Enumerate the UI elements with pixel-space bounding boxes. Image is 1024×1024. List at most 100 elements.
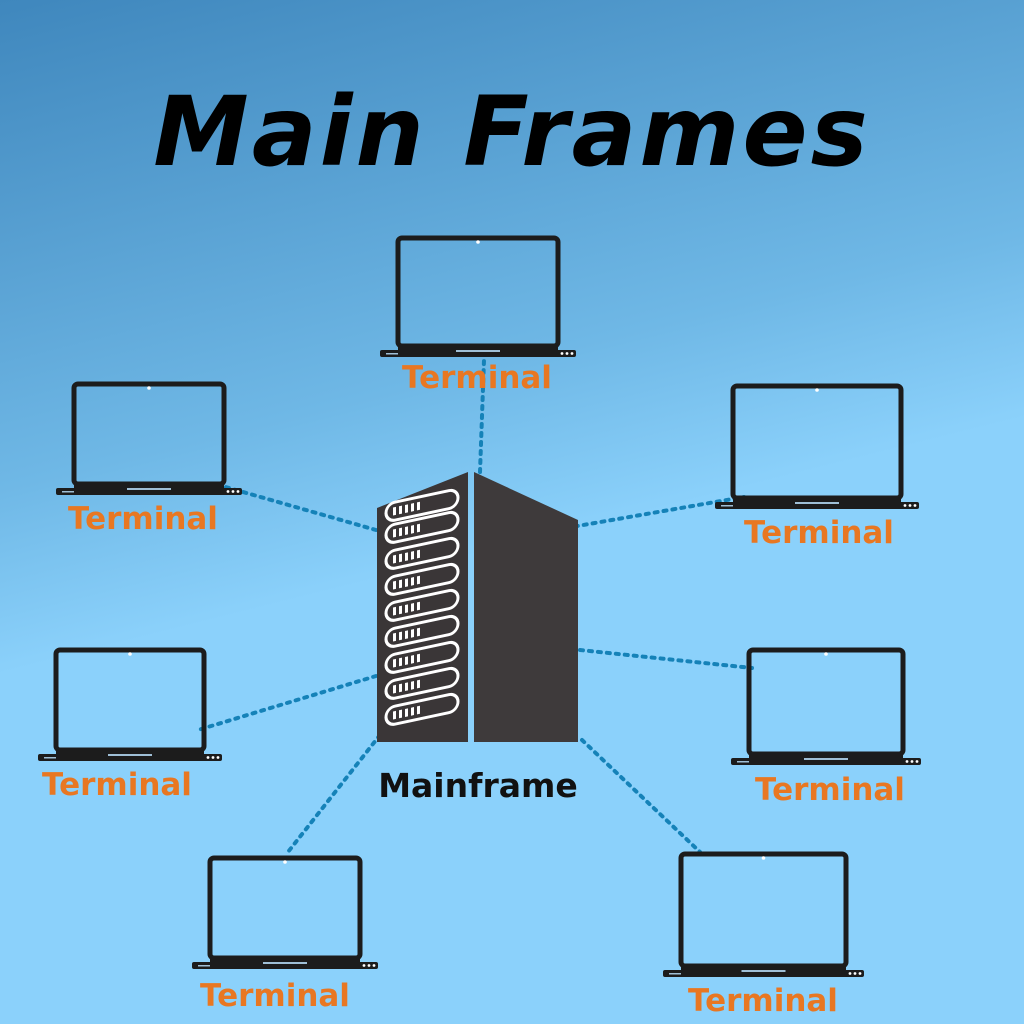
drive-bay-slot — [393, 528, 396, 538]
connector-bottom-right — [580, 738, 702, 854]
drive-bay-slot — [417, 705, 420, 715]
laptop-port — [721, 505, 733, 507]
page-title: Main Frames — [153, 76, 870, 188]
terminal-label: Terminal — [755, 772, 905, 808]
laptop-icon — [56, 381, 242, 495]
laptop-port — [737, 761, 749, 763]
laptop-port — [669, 973, 681, 975]
drive-bay — [384, 488, 460, 522]
laptop-led — [216, 756, 220, 759]
connector-upper-left — [220, 484, 378, 532]
connector-middle-left — [196, 674, 378, 732]
drive-bay-slot — [393, 580, 396, 590]
laptop-led — [858, 972, 862, 975]
drive-bay-slot — [417, 523, 420, 533]
laptop-led — [908, 504, 912, 507]
terminal-bottom-right: Terminal — [663, 851, 864, 1019]
laptop-icon — [731, 647, 921, 765]
drive-bay-outline — [384, 536, 460, 570]
laptop-icon — [192, 855, 378, 969]
laptop-hinge — [210, 957, 360, 962]
laptop-trackpad — [741, 970, 786, 972]
drive-bay-slot — [411, 577, 414, 586]
drive-bay-slot — [393, 710, 396, 720]
laptop-icon — [380, 235, 576, 357]
laptop-led — [226, 490, 230, 493]
drive-bay-outline — [384, 510, 460, 544]
laptop-camera — [283, 860, 287, 864]
laptop-led — [570, 352, 574, 355]
drive-bay-slot — [399, 657, 402, 667]
terminal-bottom-left: Terminal — [192, 855, 378, 1014]
drive-bay — [384, 562, 460, 596]
laptop-base — [380, 350, 576, 357]
laptop-trackpad — [127, 488, 171, 490]
laptop-base — [192, 962, 378, 969]
terminal-label: Terminal — [744, 515, 894, 551]
drive-bay-slot — [417, 627, 420, 637]
terminal-upper-left: Terminal — [56, 381, 242, 537]
drive-bay-slot — [417, 679, 420, 689]
drive-bay — [384, 588, 460, 622]
laptop-camera — [128, 652, 132, 656]
mainframe-label: Mainframe — [378, 766, 578, 805]
drive-bay-outline — [384, 488, 460, 522]
server-drive-bays — [384, 488, 460, 726]
laptop-camera — [761, 856, 766, 860]
drive-bay-slot — [399, 631, 402, 641]
drive-bay-slot — [417, 549, 420, 559]
drive-bay-slot — [393, 658, 396, 668]
drive-bay-slot — [405, 682, 408, 691]
terminal-label: Terminal — [200, 978, 350, 1014]
connector-middle-right — [578, 648, 754, 670]
terminal-label: Terminal — [42, 767, 192, 803]
drive-bay-slot — [393, 684, 396, 694]
laptop-hinge — [398, 345, 558, 350]
drive-bay-slot — [417, 601, 420, 611]
laptop-camera — [815, 388, 819, 392]
drive-bay-slot — [399, 683, 402, 693]
laptop-led — [367, 964, 371, 967]
laptop-port — [62, 491, 74, 493]
drive-bay-slot — [399, 553, 402, 563]
laptop-base — [663, 970, 864, 977]
drive-bay-slot — [411, 707, 414, 716]
drive-bay — [384, 692, 460, 726]
connector-top — [478, 358, 486, 474]
laptop-hinge — [681, 965, 846, 970]
drive-bay-slot — [417, 501, 420, 511]
laptop-led — [848, 972, 852, 975]
laptop-port — [386, 353, 398, 355]
laptop-led — [910, 760, 914, 763]
drive-bay-outline — [384, 588, 460, 622]
drive-bay-outline — [384, 562, 460, 596]
laptop-hinge — [749, 753, 903, 758]
laptop-hinge — [56, 749, 204, 754]
laptop-port — [44, 757, 56, 759]
drive-bay-slot — [405, 578, 408, 587]
laptop-icon — [38, 647, 222, 761]
laptop-led — [206, 756, 210, 759]
laptop-led — [853, 972, 857, 975]
drive-bay-outline — [384, 692, 460, 726]
laptop-led — [231, 490, 235, 493]
drive-bay — [384, 666, 460, 700]
drive-bay-slot — [399, 505, 402, 515]
laptop-trackpad — [804, 758, 848, 760]
drive-bay — [384, 614, 460, 648]
laptop-led — [211, 756, 215, 759]
laptop-camera — [147, 386, 151, 390]
terminal-upper-right: Terminal — [715, 383, 919, 551]
laptop-led — [362, 964, 366, 967]
drive-bay-slot — [399, 605, 402, 615]
server-tower-icon — [377, 472, 578, 742]
drive-bay-slot — [411, 629, 414, 638]
terminal-middle-right: Terminal — [731, 647, 921, 808]
drive-bay-slot — [417, 575, 420, 585]
terminal-top: Terminal — [380, 235, 576, 396]
laptop-hinge — [733, 497, 901, 502]
laptop-base — [56, 488, 242, 495]
connector-bottom-left — [286, 733, 382, 854]
drive-bay-slot — [411, 603, 414, 612]
